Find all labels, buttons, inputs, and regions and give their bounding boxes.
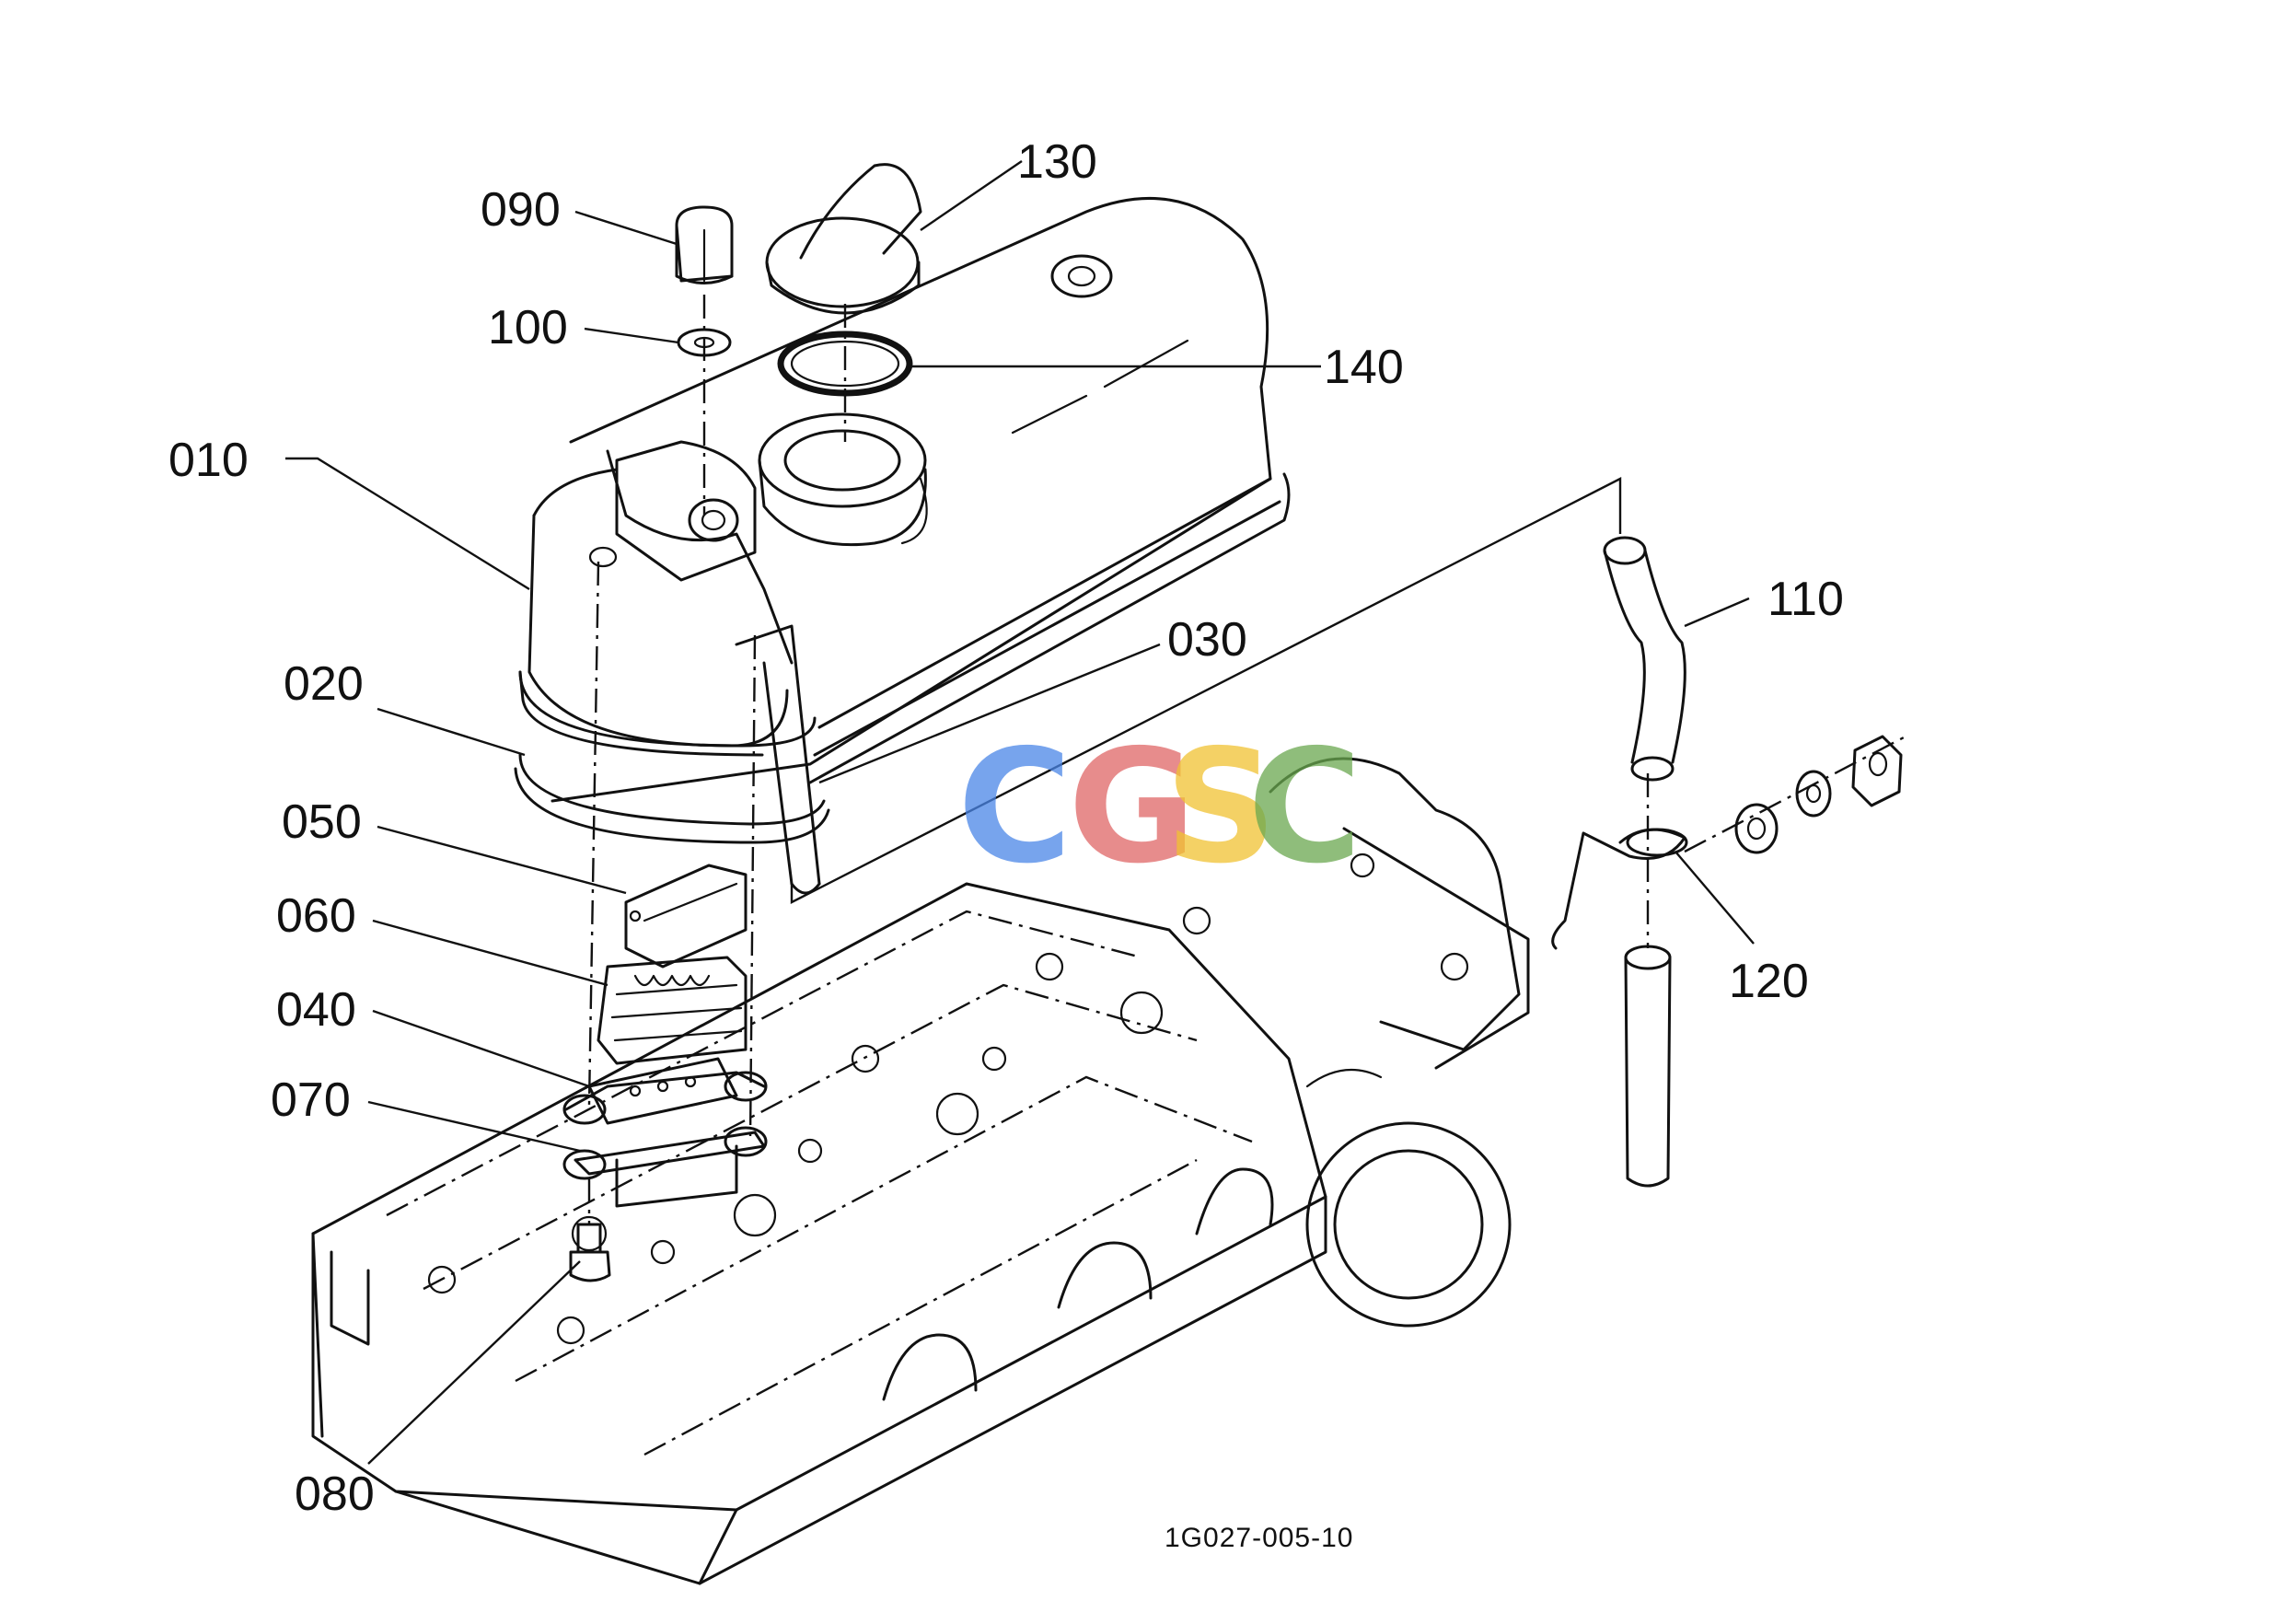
callout-040: 040 bbox=[276, 983, 356, 1037]
breather-cover bbox=[518, 440, 821, 895]
callout-010: 010 bbox=[168, 434, 249, 487]
cylinder-head bbox=[311, 882, 1327, 1585]
watermark-letter-c2: C bbox=[1247, 716, 1362, 899]
breather-hose bbox=[1603, 536, 1686, 1188]
watermark-letter-s: S bbox=[1165, 716, 1277, 899]
callout-060: 060 bbox=[276, 889, 356, 943]
timing-gear-case bbox=[1269, 757, 1530, 1328]
leader-lines bbox=[285, 160, 1755, 1465]
washers-and-nut bbox=[1734, 735, 1903, 854]
filter-element bbox=[597, 956, 747, 1065]
drain-bolt bbox=[569, 1223, 611, 1282]
callout-050: 050 bbox=[282, 795, 362, 849]
callout-130: 130 bbox=[1017, 135, 1097, 189]
watermark-letter-c1: C bbox=[957, 716, 1072, 899]
drawing-reference-number: 1G027-005-10 bbox=[1165, 1523, 1353, 1553]
callout-120: 120 bbox=[1729, 955, 1809, 1008]
callout-100: 100 bbox=[488, 301, 568, 354]
cap-nut bbox=[675, 205, 734, 284]
callout-030: 030 bbox=[1167, 613, 1247, 667]
callout-020: 020 bbox=[284, 657, 364, 711]
callout-090: 090 bbox=[481, 183, 561, 237]
callout-070: 070 bbox=[271, 1073, 351, 1127]
rocker-arm-cover bbox=[550, 196, 1291, 803]
watermark-letter-g: G bbox=[1068, 716, 1197, 899]
separator-plate bbox=[587, 1057, 738, 1125]
breather-gasket bbox=[514, 753, 830, 844]
callout-110: 110 bbox=[1767, 573, 1844, 626]
bottom-bracket bbox=[562, 1071, 768, 1208]
callout-140: 140 bbox=[1324, 341, 1404, 394]
assembly-lines bbox=[587, 295, 1906, 1224]
oil-filler-cap bbox=[765, 163, 922, 315]
hose-clip bbox=[1551, 828, 1688, 950]
baffle-plate bbox=[624, 864, 747, 969]
callout-080: 080 bbox=[295, 1467, 375, 1521]
watermark-logo: C G S C bbox=[957, 716, 1362, 899]
